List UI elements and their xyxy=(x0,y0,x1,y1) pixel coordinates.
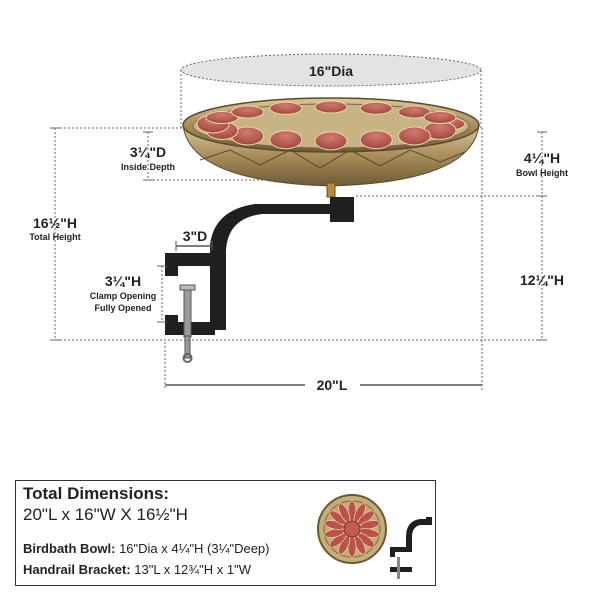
lotus-petal xyxy=(359,130,393,150)
lotus-petal xyxy=(269,130,303,150)
summary-title: Total Dimensions: xyxy=(23,484,170,503)
bracket-width-marker: 3"D xyxy=(175,228,213,251)
summary-bracket-value: 13"L x 12¾"H x 1"W xyxy=(134,562,251,577)
summary-bowl-value: 16"Dia x 4¼"H (3¼"Deep) xyxy=(119,541,270,556)
birdbath-bowl xyxy=(182,97,480,198)
lotus-petal xyxy=(314,100,348,114)
summary-bowl-label: Birdbath Bowl: xyxy=(23,541,116,556)
product-thumbnail xyxy=(317,494,432,579)
handrail-bracket xyxy=(165,197,354,363)
lotus-petal xyxy=(359,101,393,115)
clamp-opening-value: 3¼"H xyxy=(105,273,141,289)
total-dimensions-box: Total Dimensions: 20"L x 16"W X 16½"H Bi… xyxy=(15,480,436,586)
summary-dimensions: 20"L x 16"W X 16½"H xyxy=(23,505,188,524)
lotus-petal xyxy=(269,101,303,115)
total-length-marker: 20"L xyxy=(164,128,483,393)
total-height-caption: Total Height xyxy=(29,232,80,242)
lotus-petal xyxy=(231,105,265,119)
total-length-value: 20"L xyxy=(317,377,348,393)
clamp-opening-caption-2: Fully Opened xyxy=(94,303,151,313)
bowl-height-value: 4¼"H xyxy=(524,150,560,166)
summary-bracket-row: Handrail Bracket: 13"L x 12¾"H x 1"W xyxy=(23,562,251,577)
lotus-petal xyxy=(314,131,348,151)
bowl-diameter-label: 16"Dia xyxy=(309,63,353,79)
bowl-height-caption: Bowl Height xyxy=(516,168,568,178)
bracket-width-value: 3"D xyxy=(183,228,208,244)
total-height-marker: 16½"H Total Height xyxy=(29,127,537,341)
bracket-height-value: 12¼"H xyxy=(520,272,564,288)
thumbnail-petals xyxy=(324,500,380,558)
bracket-height-marker: 12¼"H xyxy=(520,272,564,341)
inside-depth-value: 3¼"D xyxy=(130,144,166,160)
lotus-petal xyxy=(397,105,431,119)
bowl-diameter-marker: 16"Dia xyxy=(180,53,482,128)
lotus-petal xyxy=(205,111,239,124)
inside-depth-marker: 3¼"D Inside Depth xyxy=(121,131,330,181)
bowl-height-marker: 4¼"H Bowl Height xyxy=(356,131,568,340)
clamp-opening-marker: 3¼"H Clamp Opening Fully Opened xyxy=(90,265,167,323)
lotus-petal xyxy=(423,111,457,124)
total-height-value: 16½"H xyxy=(33,215,77,231)
lotus-petal xyxy=(397,126,431,146)
clamp-opening-caption-1: Clamp Opening xyxy=(90,291,157,301)
lotus-petals xyxy=(196,100,466,151)
summary-bowl-row: Birdbath Bowl: 16"Dia x 4¼"H (3¼"Deep) xyxy=(23,541,269,556)
summary-bracket-label: Handrail Bracket: xyxy=(23,562,131,577)
inside-depth-caption: Inside Depth xyxy=(121,162,175,172)
